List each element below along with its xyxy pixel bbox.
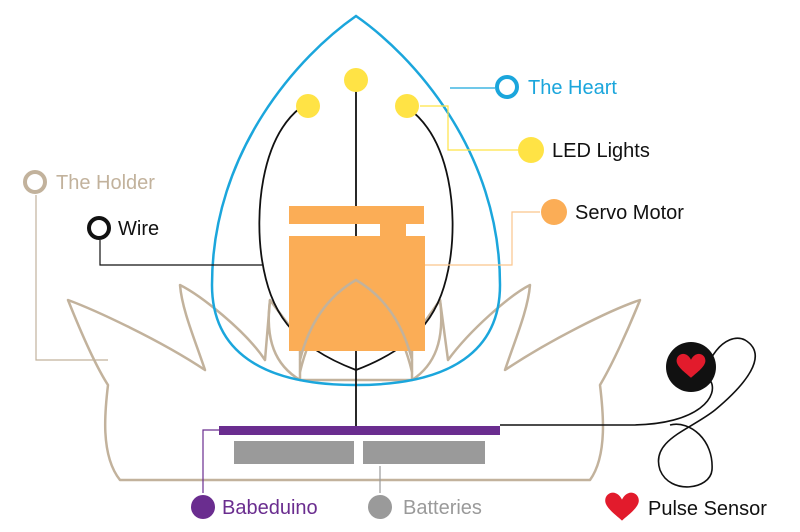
battery-right xyxy=(363,441,485,464)
leader-led xyxy=(420,105,518,151)
battery-left xyxy=(234,441,354,464)
leader-wire xyxy=(99,240,262,266)
leader-holder xyxy=(35,195,108,361)
pulse-sensor-heart-icon xyxy=(676,353,706,378)
label-holder: The Holder xyxy=(56,172,155,194)
servo-motor xyxy=(289,206,425,351)
pulse-heart-icon xyxy=(605,492,639,521)
holder-marker xyxy=(23,170,47,194)
babeduino-marker xyxy=(191,495,215,519)
led-light-top xyxy=(344,68,368,92)
batteries-marker xyxy=(368,495,392,519)
label-batteries: Batteries xyxy=(403,497,482,519)
leader-servo xyxy=(425,211,540,266)
led-light-left xyxy=(296,94,320,118)
label-servo: Servo Motor xyxy=(575,202,684,224)
servo-marker xyxy=(541,199,567,225)
pulse-sensor-cable xyxy=(500,337,757,488)
leader-babeduino xyxy=(202,429,219,493)
label-wire: Wire xyxy=(118,218,159,240)
label-heart: The Heart xyxy=(528,77,617,99)
heart-marker xyxy=(495,75,519,99)
label-pulse: Pulse Sensor xyxy=(648,498,767,520)
leader-lines xyxy=(35,87,540,493)
led-light-right xyxy=(395,94,419,118)
wire-marker xyxy=(87,216,111,240)
label-led: LED Lights xyxy=(552,140,650,162)
holder-inner-arch xyxy=(298,278,414,361)
led-marker xyxy=(518,137,544,163)
label-babeduino: Babeduino xyxy=(222,497,318,519)
babeduino-board xyxy=(219,426,500,435)
